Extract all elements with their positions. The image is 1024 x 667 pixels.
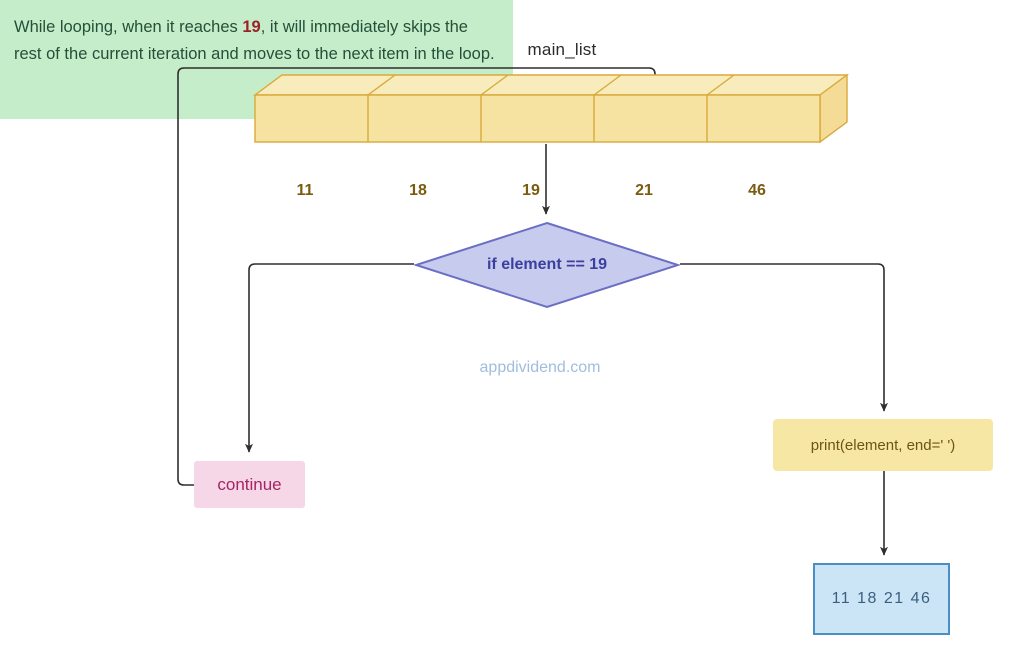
- decision-label: if element == 19: [486, 256, 608, 273]
- array-cell-0: 11: [296, 182, 314, 199]
- edge-decision-to-continue: [245, 263, 414, 453]
- main-list-array: 11 18 19 21 46: [250, 72, 850, 199]
- watermark-text: appdividend.com: [479, 359, 601, 376]
- array-3d-shape: [252, 73, 850, 144]
- diamond-shape: [414, 221, 680, 309]
- decision-node: if element == 19: [414, 221, 680, 309]
- note-part-2: , it will immediately skips the rest of …: [14, 18, 495, 63]
- continue-node: continue: [194, 461, 305, 508]
- main-list-label: main_list: [527, 40, 597, 59]
- output-node: 11 18 21 46: [813, 563, 950, 635]
- note-highlight: 19: [242, 18, 261, 36]
- array-cell-4: 46: [748, 182, 766, 199]
- print-node: print(element, end=' '): [773, 419, 993, 471]
- note-part-1: While looping, when it reaches: [14, 18, 243, 36]
- edge-decision-to-print: [680, 263, 888, 412]
- array-cell-3: 21: [635, 182, 653, 199]
- array-cell-2: 19: [522, 182, 540, 199]
- array-cell-1: 18: [409, 182, 427, 199]
